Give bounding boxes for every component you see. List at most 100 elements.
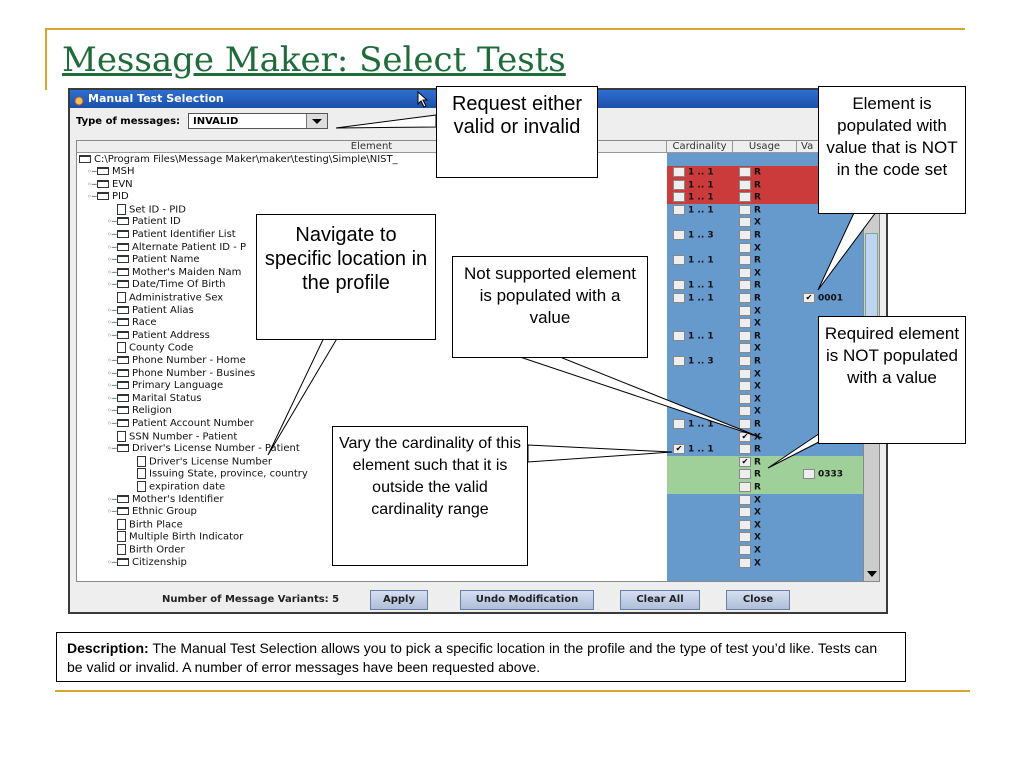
usage-checkbox[interactable] xyxy=(739,230,751,240)
usage-cell[interactable]: R xyxy=(739,179,761,190)
tree-row[interactable]: ◦─Phone Number - Home xyxy=(107,355,246,367)
expand-toggle-icon[interactable]: ◦─ xyxy=(107,557,117,567)
cardinality-checkbox[interactable] xyxy=(673,204,685,215)
tree-row[interactable]: ◦─Religion xyxy=(107,405,172,417)
expand-toggle-icon[interactable]: ◦─ xyxy=(107,419,117,428)
tree-row[interactable]: ◦─Patient Identifier List xyxy=(107,229,236,241)
usage-cell[interactable]: X xyxy=(739,519,761,530)
cardinality-cell[interactable]: 1 .. 1 xyxy=(673,192,714,203)
tree-row[interactable]: ◦─PID xyxy=(87,191,129,203)
cardinality-cell[interactable]: 1 .. 1 xyxy=(673,280,714,291)
cardinality-cell[interactable]: 1 .. 1 xyxy=(673,204,714,215)
expand-toggle-icon[interactable]: ◦─ xyxy=(87,179,97,189)
expand-toggle-icon[interactable]: ◦─ xyxy=(107,507,117,517)
usage-cell[interactable]: ✔X xyxy=(739,431,761,442)
usage-cell[interactable]: X xyxy=(739,305,761,316)
cardinality-checkbox[interactable] xyxy=(673,356,685,366)
usage-checkbox[interactable] xyxy=(739,381,751,392)
tree-row[interactable]: Driver's License Number xyxy=(127,455,272,468)
tree-row[interactable]: ◦─Patient Address xyxy=(107,330,210,342)
expand-toggle-icon[interactable]: ◦─ xyxy=(107,494,117,504)
usage-cell[interactable]: X xyxy=(739,545,761,556)
tree-row[interactable]: Administrative Sex xyxy=(107,292,223,304)
cardinality-cell[interactable]: 1 .. 1 xyxy=(673,167,714,178)
usage-checkbox[interactable] xyxy=(739,532,751,543)
usage-cell[interactable]: R xyxy=(739,204,761,215)
usage-checkbox[interactable] xyxy=(739,280,751,291)
usage-checkbox[interactable] xyxy=(739,242,751,253)
column-header-cardinality[interactable]: Cardinality xyxy=(667,141,733,153)
cardinality-cell[interactable]: 1 .. 1 xyxy=(673,419,714,430)
cardinality-checkbox[interactable] xyxy=(673,179,685,190)
usage-checkbox[interactable] xyxy=(739,343,751,354)
usage-cell[interactable]: X xyxy=(739,532,761,543)
cardinality-checkbox[interactable]: ✔ xyxy=(673,444,685,455)
usage-cell[interactable]: X xyxy=(739,368,761,379)
usage-cell[interactable]: X xyxy=(739,406,761,417)
usage-checkbox[interactable] xyxy=(739,507,751,518)
chevron-down-icon[interactable] xyxy=(306,114,327,128)
usage-cell[interactable]: X xyxy=(739,557,761,568)
cardinality-cell[interactable]: 1 .. 1 xyxy=(673,255,714,266)
expand-toggle-icon[interactable]: ◦─ xyxy=(107,406,117,416)
tree-row[interactable]: expiration date xyxy=(127,481,225,493)
expand-toggle-icon[interactable]: ◦─ xyxy=(87,192,97,202)
usage-cell[interactable]: X xyxy=(739,381,761,392)
tree-root-path[interactable]: C:\Program Files\Message Maker\maker\tes… xyxy=(79,154,398,166)
value-cell[interactable]: ✔0001 xyxy=(803,293,843,304)
usage-checkbox[interactable] xyxy=(739,318,751,329)
usage-cell[interactable]: X xyxy=(739,507,761,518)
usage-cell[interactable]: R xyxy=(739,255,761,266)
usage-checkbox[interactable] xyxy=(739,368,751,379)
cardinality-checkbox[interactable] xyxy=(673,230,685,240)
cardinality-cell[interactable]: 1 .. 3 xyxy=(673,356,714,367)
tree-row[interactable]: ◦─Marital Status xyxy=(107,393,202,405)
usage-checkbox[interactable] xyxy=(739,305,751,316)
tree-row[interactable]: ◦─Patient Alias xyxy=(107,305,194,317)
usage-cell[interactable]: R xyxy=(739,192,761,203)
tree-row[interactable]: ◦─Mother's Maiden Nam xyxy=(107,267,241,279)
type-of-messages-select[interactable]: INVALID xyxy=(188,113,328,129)
usage-checkbox[interactable] xyxy=(739,557,751,568)
usage-cell[interactable]: ✔R xyxy=(739,456,761,467)
tree-row[interactable]: ◦─MSH xyxy=(87,166,135,178)
usage-checkbox[interactable] xyxy=(739,469,751,480)
usage-cell[interactable]: R xyxy=(739,444,761,455)
tree-row[interactable]: Issuing State, province, country xyxy=(127,468,308,480)
cardinality-checkbox[interactable] xyxy=(673,330,685,341)
usage-cell[interactable]: X xyxy=(739,343,761,354)
cardinality-cell[interactable]: 1 .. 1 xyxy=(673,293,714,304)
usage-cell[interactable]: R xyxy=(739,293,761,304)
expand-toggle-icon[interactable]: ◦─ xyxy=(107,368,117,378)
tree-row[interactable]: SSN Number - Patient xyxy=(107,430,237,443)
usage-checkbox[interactable] xyxy=(739,330,751,341)
expand-toggle-icon[interactable]: ◦─ xyxy=(107,242,117,252)
usage-checkbox[interactable] xyxy=(739,217,751,228)
tree-row[interactable]: ◦─EVN xyxy=(87,179,133,191)
expand-toggle-icon[interactable]: ◦─ xyxy=(107,444,117,454)
usage-checkbox[interactable] xyxy=(739,293,751,303)
tree-row[interactable]: ◦─Mother's Identifier xyxy=(107,494,223,506)
tree-row[interactable]: ◦─Patient ID xyxy=(107,216,181,228)
usage-checkbox[interactable] xyxy=(739,204,751,215)
expand-toggle-icon[interactable]: ◦─ xyxy=(87,167,97,176)
expand-toggle-icon[interactable]: ◦─ xyxy=(107,305,117,315)
usage-checkbox[interactable] xyxy=(739,494,751,505)
clear-all-button[interactable]: Clear All xyxy=(620,590,700,610)
cardinality-checkbox[interactable] xyxy=(673,293,685,303)
expand-toggle-icon[interactable]: ◦─ xyxy=(107,255,117,265)
cardinality-checkbox[interactable] xyxy=(673,255,685,266)
usage-cell[interactable]: X xyxy=(739,242,761,253)
tree-row[interactable]: Birth Order xyxy=(107,544,185,556)
usage-checkbox[interactable]: ✔ xyxy=(739,456,751,467)
usage-cell[interactable]: X xyxy=(739,318,761,329)
usage-cell[interactable]: R xyxy=(739,330,761,341)
usage-checkbox[interactable] xyxy=(739,519,751,530)
usage-checkbox[interactable] xyxy=(739,167,751,177)
cardinality-cell[interactable]: 1 .. 3 xyxy=(673,230,714,241)
tree-row[interactable]: ◦─Alternate Patient ID - P xyxy=(107,242,246,254)
value-checkbox[interactable] xyxy=(803,469,815,480)
usage-cell[interactable]: X xyxy=(739,494,761,505)
tree-row[interactable]: Set ID - PID xyxy=(107,203,186,216)
tree-row[interactable]: ◦─Phone Number - Busines xyxy=(107,368,255,380)
